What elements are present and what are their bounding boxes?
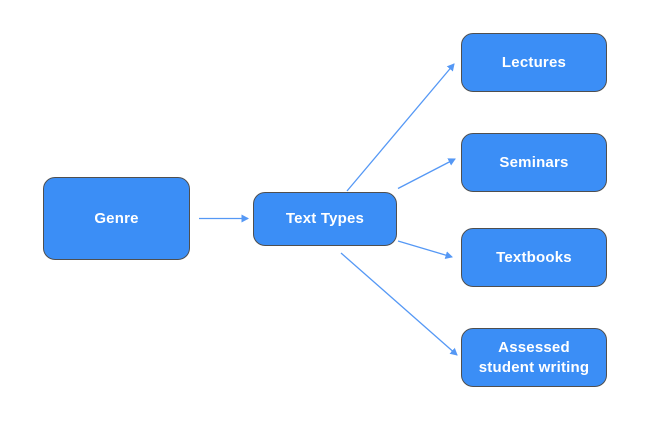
node-assessed-student-writing-label: Assessed student writing	[478, 339, 590, 376]
node-textbooks-label: Textbooks	[496, 248, 572, 266]
node-assessed-student-writing[interactable]: Assessed student writing	[461, 328, 607, 387]
node-text-types-label: Text Types	[285, 210, 365, 228]
arrow-text-types-to-seminars	[397, 158, 456, 190]
node-text-types[interactable]: Text Types	[253, 192, 397, 246]
node-seminars[interactable]: Seminars	[461, 133, 607, 192]
node-genre-label: Genre	[94, 209, 139, 227]
node-lectures[interactable]: Lectures	[461, 33, 607, 92]
node-lectures-label: Lectures	[501, 53, 567, 71]
arrow-text-types-to-textbooks	[397, 240, 453, 259]
node-textbooks[interactable]: Textbooks	[461, 228, 607, 287]
node-genre[interactable]: Genre	[43, 177, 190, 260]
node-seminars-label: Seminars	[499, 153, 569, 171]
arrow-text-types-to-lectures	[346, 63, 455, 192]
arrow-text-types-to-assessed-student-writing	[340, 252, 458, 356]
